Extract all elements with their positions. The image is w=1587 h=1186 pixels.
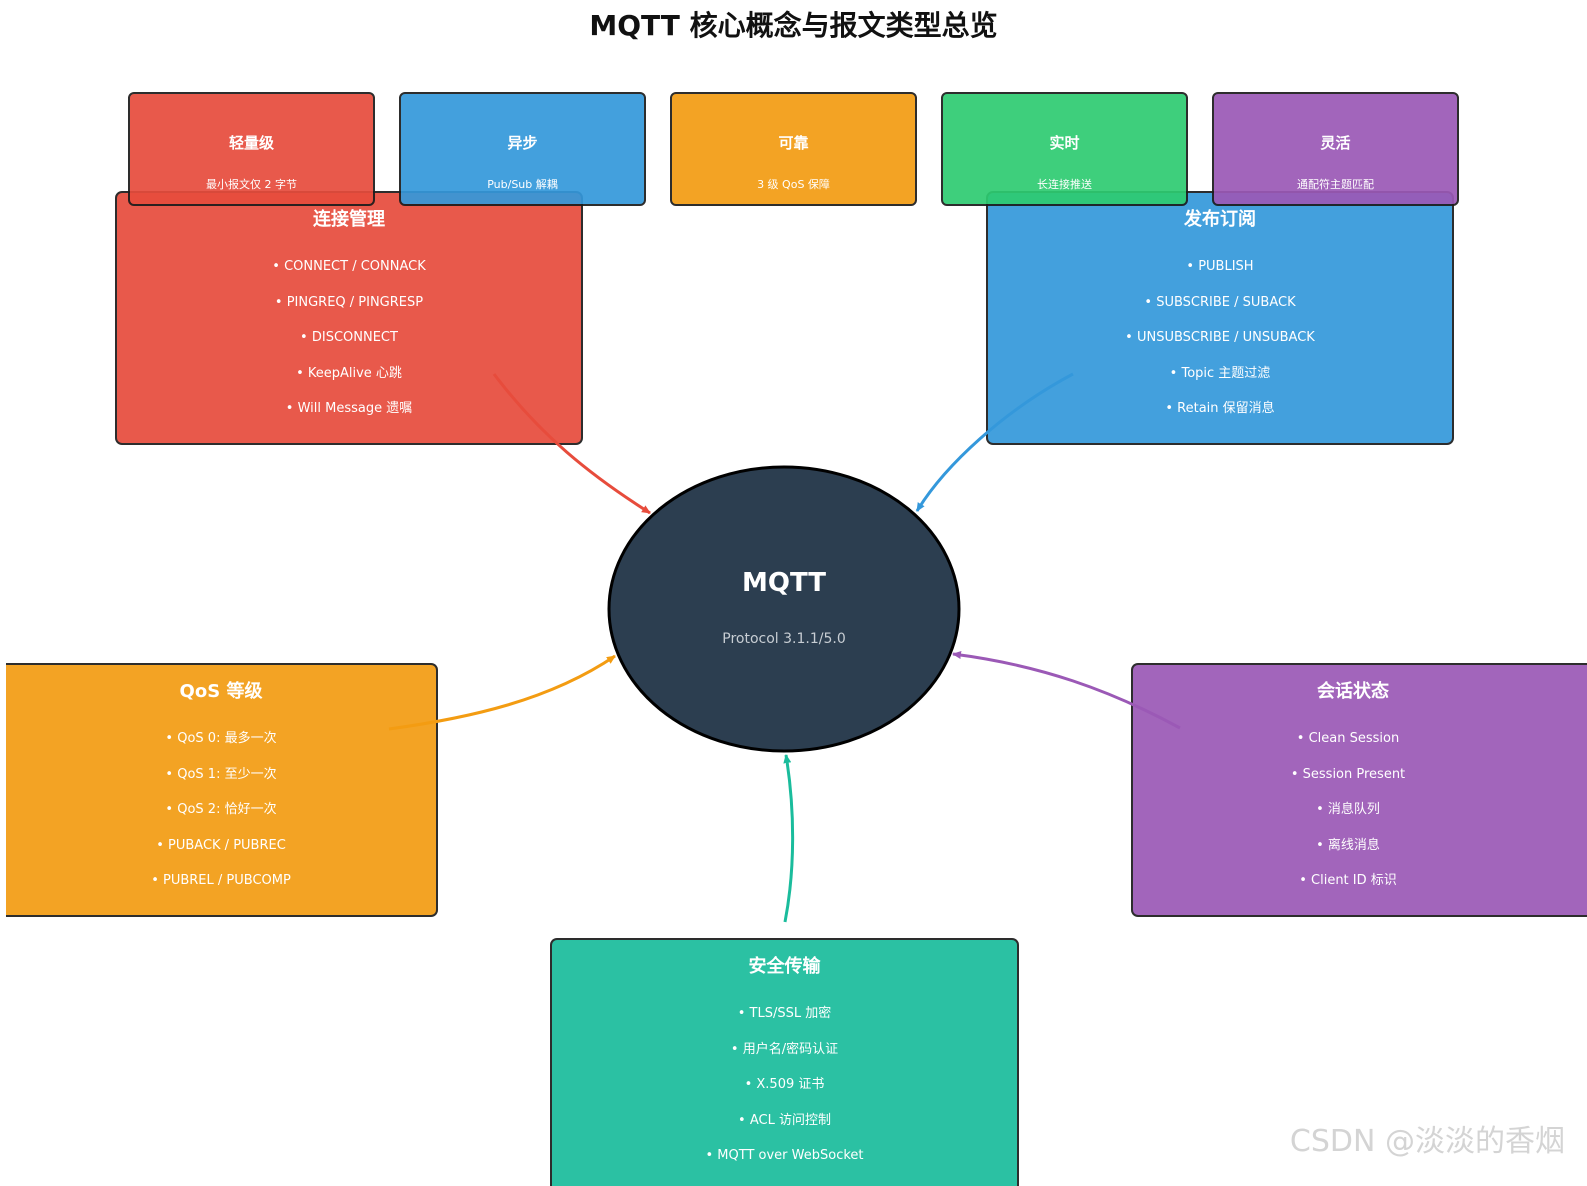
panel-pubsub-title: 发布订阅: [1184, 209, 1256, 230]
panel-session-item: • 离线消息: [1316, 837, 1380, 853]
panel-qos-title: QoS 等级: [179, 681, 263, 702]
panel-security-item: • 用户名/密码认证: [730, 1041, 839, 1057]
panel-security-item: • X.509 证书: [744, 1077, 825, 1092]
feature-label: 异步: [507, 134, 538, 152]
panel-connection-item: • PINGREQ / PINGRESP: [274, 294, 424, 310]
core-node: [607, 465, 961, 753]
arrow-pubsub: [915, 372, 1074, 512]
panel-qos-item: • QoS 1: 至少一次: [165, 766, 277, 782]
panel-qos-item: • PUBREL / PUBCOMP: [151, 873, 291, 888]
feature-desc: 最小报文仅 2 字节: [206, 178, 297, 191]
arrow-qos: [388, 654, 616, 731]
panel-connection-title: 连接管理: [313, 209, 385, 230]
feature-desc: 长连接推送: [1037, 178, 1092, 191]
feature-label: 灵活: [1320, 134, 1351, 152]
arrow-connection: [492, 373, 651, 515]
feature-flexible: 灵活 通配符主题匹配: [1212, 92, 1459, 206]
panel-connection-item: • CONNECT / CONNACK: [272, 259, 426, 274]
panel-qos-item: • PUBACK / PUBREC: [156, 837, 286, 853]
feature-label: 轻量级: [228, 134, 274, 152]
arrow-session: [952, 651, 1181, 730]
panel-pubsub: 发布订阅 • PUBLISH • SUBSCRIBE / SUBACK • UN…: [986, 191, 1454, 445]
feature-realtime: 实时 长连接推送: [941, 92, 1188, 206]
panel-session-item: • Session Present: [1290, 766, 1406, 782]
panel-connection-item: • KeepAlive 心跳: [296, 365, 402, 381]
panel-qos-item: • QoS 0: 最多一次: [165, 731, 277, 746]
feature-async: 异步 Pub/Sub 解耦: [399, 92, 646, 206]
core-title: MQTT: [741, 568, 827, 598]
feature-desc: Pub/Sub 解耦: [487, 178, 558, 191]
panel-pubsub-item: • SUBSCRIBE / SUBACK: [1144, 294, 1296, 310]
feature-label: 可靠: [778, 134, 809, 152]
panel-session-item: • Clean Session: [1296, 731, 1400, 746]
panel-security-item: • ACL 访问控制: [738, 1112, 831, 1128]
panel-connection-item: • DISCONNECT: [300, 330, 398, 345]
panel-security-title: 安全传输: [748, 956, 821, 977]
feature-desc: 通配符主题匹配: [1297, 178, 1374, 191]
panel-qos-item: • QoS 2: 恰好一次: [165, 802, 277, 817]
feature-label: 实时: [1049, 134, 1080, 152]
panel-pubsub-item: • Topic 主题过滤: [1169, 365, 1271, 381]
panel-session-item: • Client ID 标识: [1299, 873, 1397, 888]
panel-session: 会话状态 • Clean Session • Session Present •…: [1131, 663, 1587, 917]
panel-qos: QoS 等级 • QoS 0: 最多一次 • QoS 1: 至少一次 • QoS…: [6, 663, 438, 917]
panel-security-item: • MQTT over WebSocket: [705, 1148, 864, 1163]
panel-connection-item: • Will Message 遗嘱: [285, 401, 413, 416]
panel-session-item: • 消息队列: [1316, 802, 1380, 817]
panel-security: 安全传输 • TLS/SSL 加密 • 用户名/密码认证 • X.509 证书 …: [550, 938, 1019, 1186]
feature-lightweight: 轻量级 最小报文仅 2 字节: [128, 92, 375, 206]
panel-pubsub-item: • UNSUBSCRIBE / UNSUBACK: [1125, 330, 1315, 345]
feature-desc: 3 级 QoS 保障: [757, 178, 830, 191]
panel-session-title: 会话状态: [1317, 681, 1389, 702]
core-subtitle: Protocol 3.1.1/5.0: [722, 631, 846, 647]
panel-connection: 连接管理 • CONNECT / CONNACK • PINGREQ / PIN…: [115, 191, 583, 445]
panel-pubsub-item: • Retain 保留消息: [1165, 401, 1275, 416]
feature-reliable: 可靠 3 级 QoS 保障: [670, 92, 917, 206]
panel-security-item: • TLS/SSL 加密: [737, 1006, 832, 1021]
panel-pubsub-item: • PUBLISH: [1186, 259, 1254, 274]
arrow-security: [783, 754, 795, 923]
diagram-title: MQTT 核心概念与报文类型总览: [589, 9, 998, 42]
watermark: CSDN @淡淡的香烟: [1289, 1124, 1565, 1159]
